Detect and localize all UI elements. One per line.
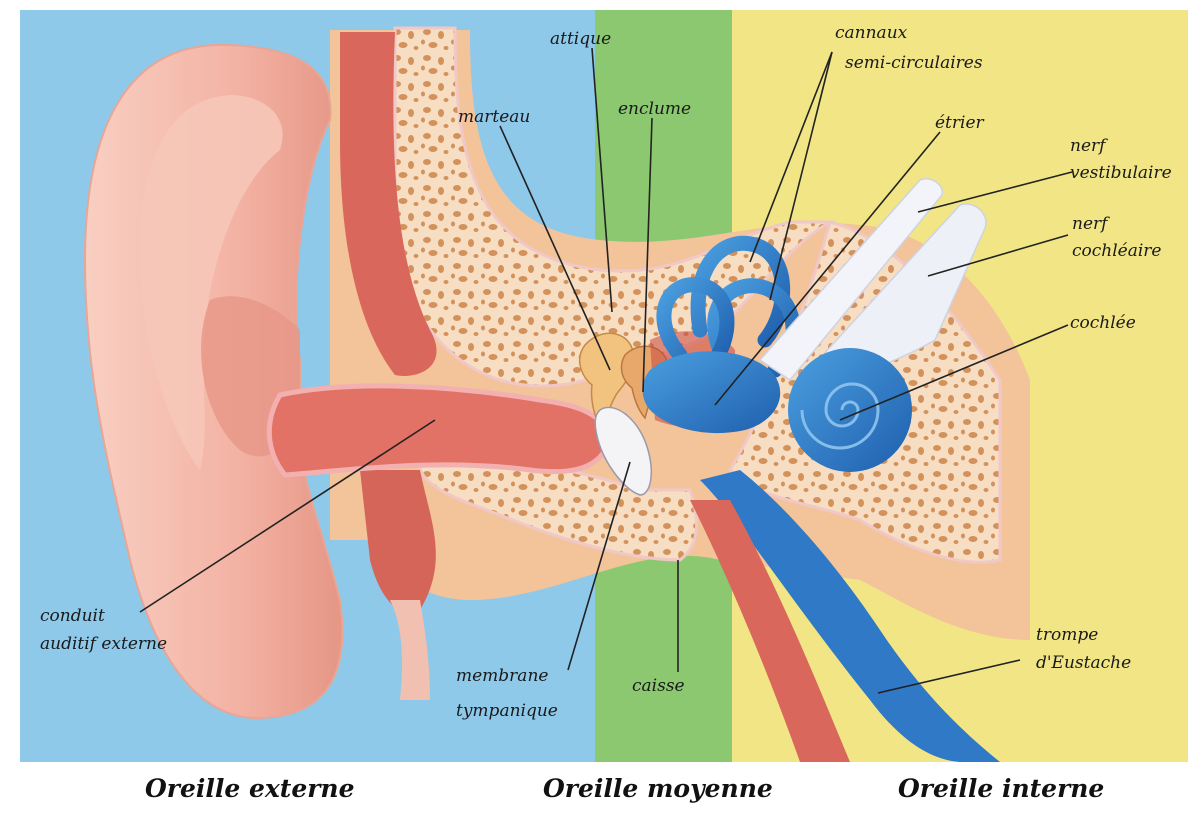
caption-oreille-externe: Oreille externe bbox=[145, 774, 354, 803]
label-conduit-line2: auditif externe bbox=[40, 633, 167, 655]
caption-oreille-moyenne: Oreille moyenne bbox=[543, 774, 773, 803]
label-nerf-cochleaire-line1: nerf bbox=[1072, 213, 1107, 235]
label-trompe-line2: d'Eustache bbox=[1036, 652, 1131, 674]
label-etrier: étrier bbox=[935, 112, 984, 134]
caption-oreille-interne: Oreille interne bbox=[898, 774, 1104, 803]
label-nerf-cochleaire-line2: cochléaire bbox=[1072, 240, 1161, 262]
label-conduit-line1: conduit bbox=[40, 605, 105, 627]
cochlea bbox=[788, 348, 912, 472]
label-trompe-line1: trompe bbox=[1036, 624, 1098, 646]
label-canaux-line1: cannaux bbox=[835, 22, 907, 44]
label-enclume: enclume bbox=[618, 98, 691, 120]
label-membrane-line2: tympanique bbox=[456, 700, 558, 722]
label-attique: attique bbox=[550, 28, 611, 50]
label-caisse: caisse bbox=[632, 675, 685, 697]
label-nerf-vestibulaire-line1: nerf bbox=[1070, 135, 1105, 157]
label-membrane-line1: membrane bbox=[456, 665, 548, 687]
label-cochlee: cochlée bbox=[1070, 312, 1136, 334]
label-nerf-vestibulaire-line2: vestibulaire bbox=[1070, 162, 1172, 184]
label-canaux-line2: semi-circulaires bbox=[845, 52, 983, 74]
label-marteau: marteau bbox=[458, 106, 530, 128]
